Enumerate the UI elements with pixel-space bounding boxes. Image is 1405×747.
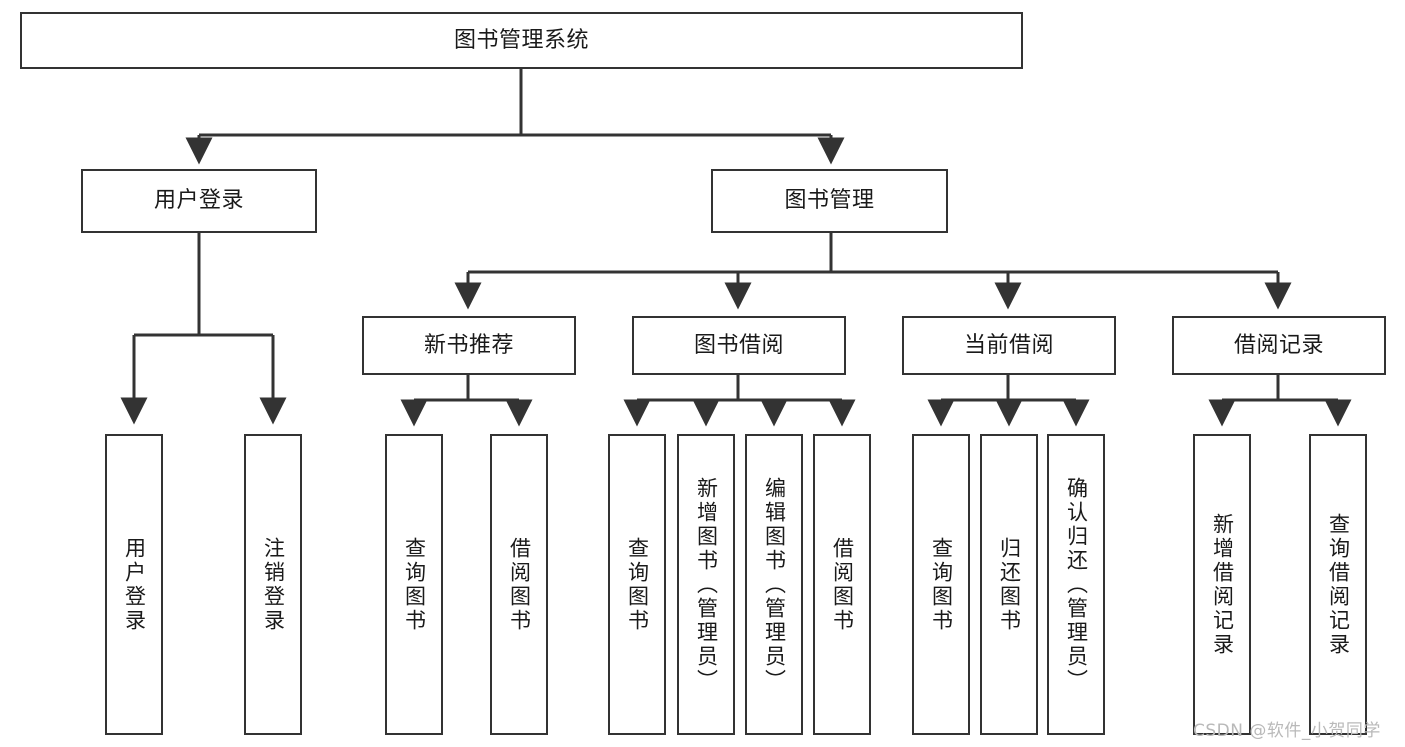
- node-new-book-recommend[interactable]: 新书推荐: [362, 316, 576, 375]
- node-leaf-add-record[interactable]: 新增借阅记录: [1193, 434, 1251, 735]
- node-leaf-user-logout-label: 注销登录: [261, 536, 286, 633]
- node-book-manage-label: 图书管理: [784, 188, 875, 214]
- csdn-watermark: CSDN @软件_小贺同学: [1193, 721, 1381, 741]
- node-borrow-record[interactable]: 借阅记录: [1172, 316, 1386, 375]
- node-leaf-query-book-2[interactable]: 查询图书: [608, 434, 666, 735]
- node-leaf-edit-book-label: 编辑图书（管理员）: [762, 476, 787, 693]
- node-user-login[interactable]: 用户登录: [81, 169, 317, 233]
- node-leaf-query-book-2-label: 查询图书: [625, 536, 650, 633]
- node-leaf-borrow-book-1-label: 借阅图书: [507, 536, 532, 633]
- node-leaf-query-record[interactable]: 查询借阅记录: [1309, 434, 1367, 735]
- node-root-label: 图书管理系统: [453, 27, 589, 53]
- node-leaf-query-record-label: 查询借阅记录: [1326, 512, 1351, 657]
- node-current-borrow[interactable]: 当前借阅: [902, 316, 1116, 375]
- node-leaf-query-book-3-label: 查询图书: [929, 536, 954, 633]
- node-leaf-user-logout[interactable]: 注销登录: [244, 434, 302, 735]
- node-leaf-query-book-3[interactable]: 查询图书: [912, 434, 970, 735]
- node-leaf-user-login[interactable]: 用户登录: [105, 434, 163, 735]
- node-book-borrow[interactable]: 图书借阅: [632, 316, 846, 375]
- node-leaf-query-book-1[interactable]: 查询图书: [385, 434, 443, 735]
- node-new-book-recommend-label: 新书推荐: [423, 332, 514, 358]
- node-leaf-confirm-return[interactable]: 确认归还（管理员）: [1047, 434, 1105, 735]
- node-leaf-query-book-1-label: 查询图书: [402, 536, 427, 633]
- node-leaf-return-book-label: 归还图书: [997, 536, 1022, 633]
- node-current-borrow-label: 当前借阅: [963, 332, 1054, 358]
- node-book-manage[interactable]: 图书管理: [711, 169, 948, 233]
- node-leaf-borrow-book-2[interactable]: 借阅图书: [813, 434, 871, 735]
- node-leaf-return-book[interactable]: 归还图书: [980, 434, 1038, 735]
- node-leaf-user-login-label: 用户登录: [122, 536, 147, 633]
- node-leaf-borrow-book-1[interactable]: 借阅图书: [490, 434, 548, 735]
- node-leaf-add-book[interactable]: 新增图书（管理员）: [677, 434, 735, 735]
- node-leaf-add-book-label: 新增图书（管理员）: [694, 476, 719, 693]
- node-leaf-borrow-book-2-label: 借阅图书: [830, 536, 855, 633]
- node-borrow-record-label: 借阅记录: [1233, 332, 1324, 358]
- node-book-borrow-label: 图书借阅: [693, 332, 784, 358]
- node-root[interactable]: 图书管理系统: [20, 12, 1023, 69]
- node-leaf-confirm-return-label: 确认归还（管理员）: [1064, 476, 1089, 693]
- node-user-login-label: 用户登录: [153, 188, 244, 214]
- node-leaf-add-record-label: 新增借阅记录: [1210, 512, 1235, 657]
- node-leaf-edit-book[interactable]: 编辑图书（管理员）: [745, 434, 803, 735]
